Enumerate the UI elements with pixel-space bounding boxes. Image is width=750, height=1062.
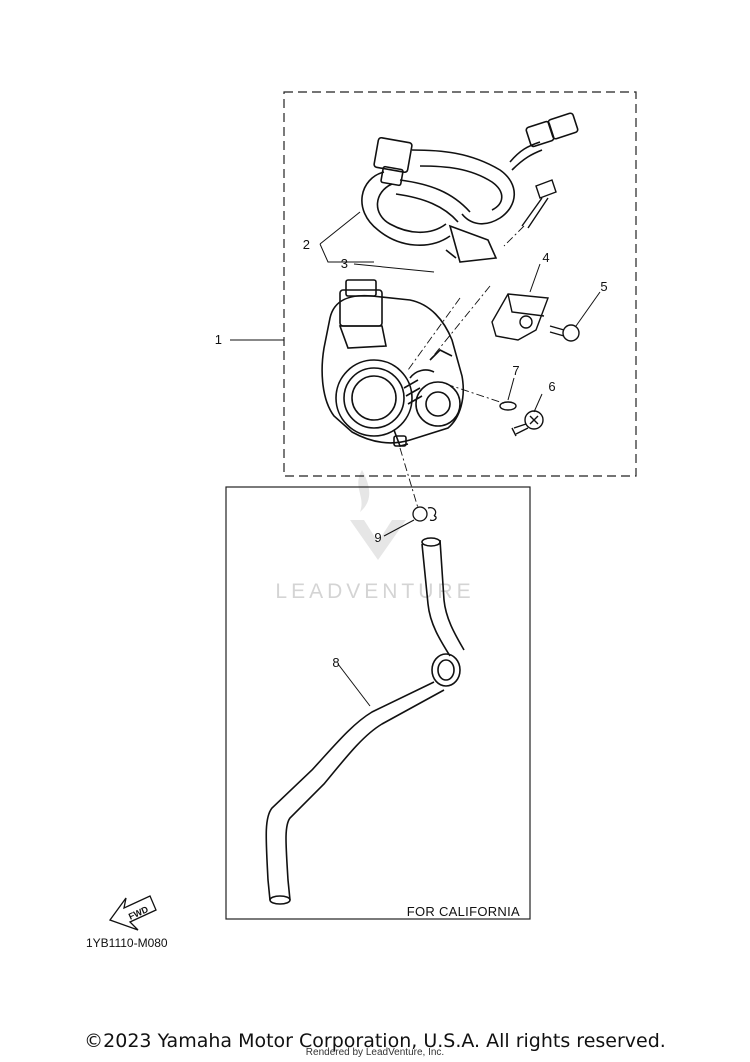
assembly-box [283, 91, 637, 477]
part-code: 1YB1110-M080 [86, 936, 168, 950]
callout-6: 6 [548, 379, 555, 394]
centerlines [399, 225, 525, 509]
callout-3: 3 [341, 256, 348, 271]
copyright-text: ©2023 Yamaha Motor Corporation, U.S.A. A… [84, 1030, 666, 1052]
o-ring-illustration [499, 401, 517, 411]
callout-5: 5 [600, 279, 607, 294]
fwd-label: FWD [127, 904, 150, 922]
leader-lines [230, 211, 601, 707]
clip-illustration [412, 506, 437, 522]
watermark-logo-icon [350, 470, 406, 560]
screw-illustration-5 [549, 324, 580, 342]
watermark-text: LEADVENTURE [275, 580, 474, 603]
callouts: 1 2 3 4 5 6 7 8 9 [215, 237, 608, 670]
region-note: FOR CALIFORNIA [407, 904, 520, 919]
rendered-by-text: Rendered by LeadVenture, Inc. [305, 1047, 445, 1058]
bracket-illustration [491, 293, 549, 341]
callout-2: 2 [303, 237, 310, 252]
callout-7: 7 [512, 363, 519, 378]
hose-illustration [265, 537, 465, 905]
fwd-arrow-icon: FWD [108, 895, 157, 931]
callout-9: 9 [374, 530, 381, 545]
watermark: LEADVENTURE [275, 470, 474, 603]
wire-harness-illustration [361, 112, 579, 263]
throttle-body-illustration [321, 279, 464, 447]
california-box [225, 486, 531, 920]
callout-4: 4 [542, 250, 549, 265]
callout-8: 8 [332, 655, 339, 670]
screw-illustration-6 [511, 410, 544, 437]
callout-1: 1 [215, 332, 222, 347]
screw-illustration-top [521, 179, 557, 229]
